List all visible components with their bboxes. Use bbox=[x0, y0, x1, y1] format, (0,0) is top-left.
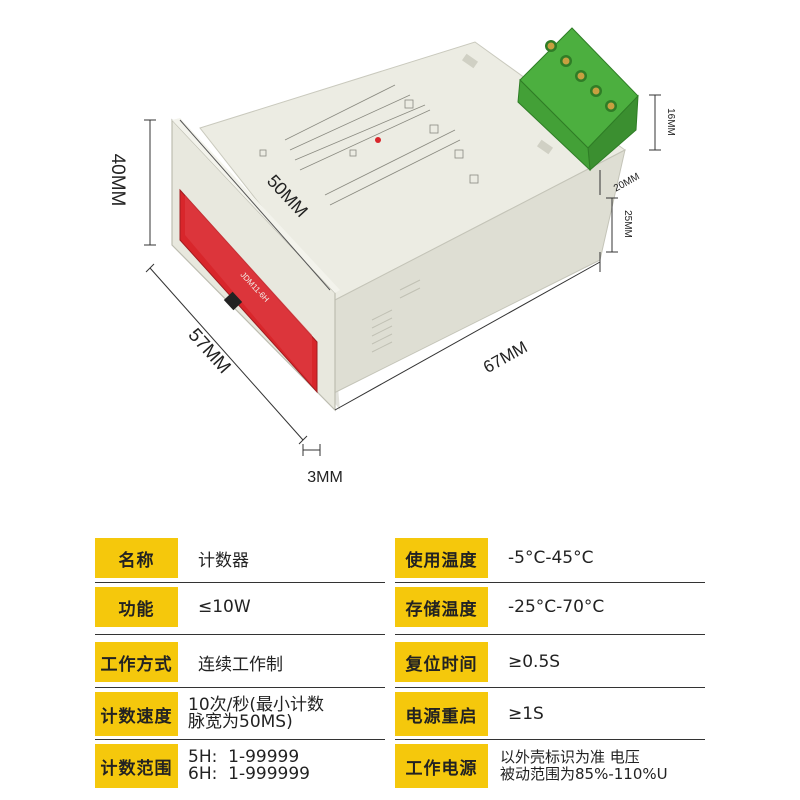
spec-label-power-restart: 电源重启 bbox=[395, 692, 488, 736]
row-divider bbox=[95, 739, 385, 740]
spec-label-work-mode: 工作方式 bbox=[95, 642, 178, 682]
spec-value-supply: 以外壳标识为准 电压 被动范围为85%-110%U bbox=[490, 744, 705, 788]
spec-value-power: ≤10W bbox=[198, 597, 251, 617]
row-divider bbox=[395, 739, 705, 740]
dimension-bezel-label: 3MM bbox=[307, 469, 343, 486]
row-divider bbox=[395, 634, 705, 635]
spec-value-count-range-line1: 5H: 1-99999 bbox=[188, 747, 300, 767]
spec-value-supply-line2: 被动范围为85%-110%U bbox=[500, 765, 668, 783]
row-divider bbox=[95, 582, 385, 583]
spec-label-count-range: 计数范围 bbox=[95, 744, 178, 788]
product-illustration: JDM11-6H bbox=[107, 27, 676, 486]
spec-value-power-restart: ≥1S bbox=[508, 704, 544, 724]
spec-value-count-range: 5H: 1-99999 6H: 1-999999 bbox=[180, 744, 385, 788]
spec-value-operating-temp: -5°C-45°C bbox=[508, 548, 594, 568]
spec-value-count-speed-line2: 脉宽为50MS) bbox=[188, 712, 293, 732]
dimension-height-label: 40MM bbox=[107, 154, 128, 207]
spec-label-storage-temp: 存储温度 bbox=[395, 587, 488, 627]
spec-value-supply-line1: 以外壳标识为准 电压 bbox=[500, 748, 640, 766]
spec-value-count-speed-line1: 10次/秒(最小计数 bbox=[188, 695, 324, 715]
spec-value-count-range-line2: 6H: 1-999999 bbox=[188, 764, 310, 784]
dimension-length-label: 67MM bbox=[480, 337, 531, 377]
spec-label-operating-temp: 使用温度 bbox=[395, 538, 488, 578]
spec-label-supply: 工作电源 bbox=[395, 744, 488, 788]
row-divider bbox=[95, 634, 385, 635]
spec-value-storage-temp: -25°C-70°C bbox=[508, 597, 605, 617]
spec-value-name: 计数器 bbox=[198, 550, 249, 571]
dimension-depth-label: 57MM bbox=[184, 325, 235, 378]
vent-slots bbox=[371, 279, 421, 353]
terminal-block bbox=[517, 27, 639, 172]
row-divider bbox=[95, 687, 385, 688]
printed-diagram bbox=[259, 84, 479, 206]
spec-label-reset-time: 复位时间 bbox=[395, 642, 488, 682]
spec-label-name: 名称 bbox=[95, 538, 178, 578]
row-divider bbox=[395, 582, 705, 583]
spec-value-work-mode: 连续工作制 bbox=[198, 654, 283, 675]
dimension-terminal-c-label: 25MM bbox=[622, 210, 633, 238]
row-divider bbox=[395, 687, 705, 688]
spec-value-reset-time: ≥0.5S bbox=[508, 652, 561, 672]
spec-label-count-speed: 计数速度 bbox=[95, 692, 178, 736]
spec-value-count-speed: 10次/秒(最小计数 脉宽为50MS) bbox=[180, 692, 385, 736]
spec-label-power: 功能 bbox=[95, 587, 178, 627]
dimension-terminal-a-label: 16MM bbox=[665, 108, 676, 136]
